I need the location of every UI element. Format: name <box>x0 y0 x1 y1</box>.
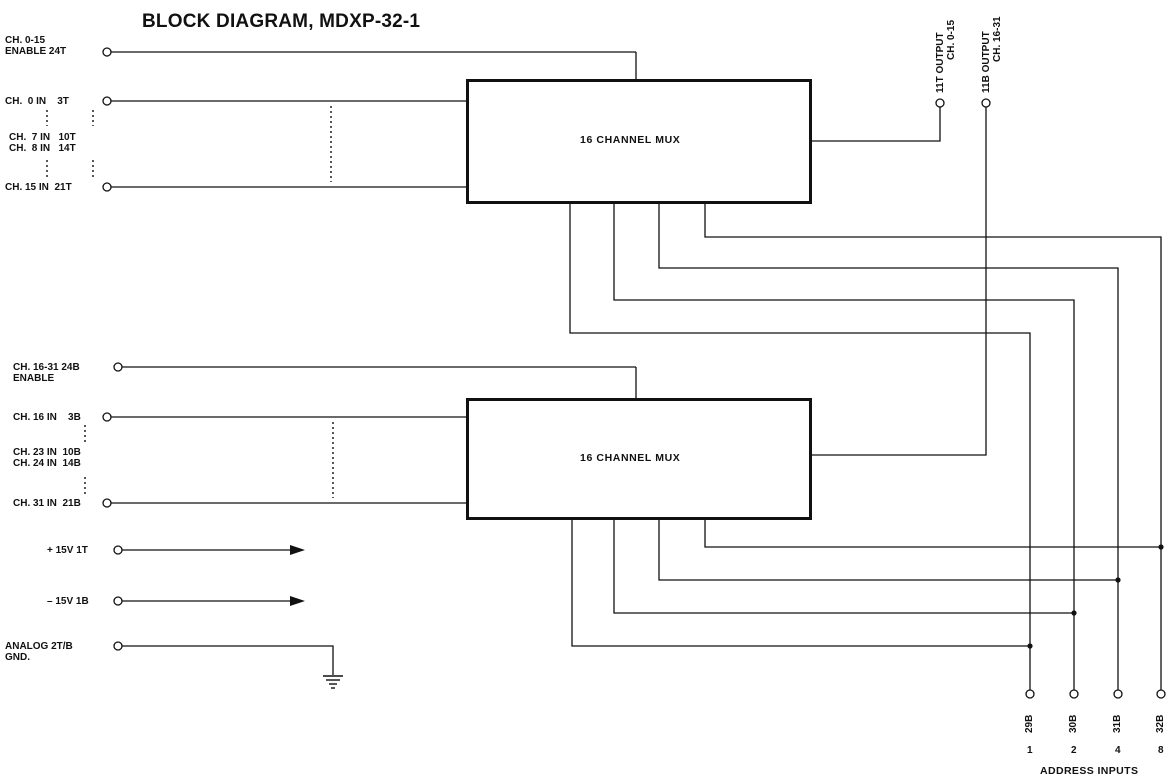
terminal-addr-31b <box>1113 689 1123 699</box>
arrow-neg15-icon <box>290 596 305 606</box>
arrow-pos15-icon <box>290 545 305 555</box>
junction-dot <box>1071 610 1077 616</box>
label-ch23: CH. 23 IN 10B <box>13 447 81 458</box>
wire-out-top <box>810 107 941 142</box>
label-addr-weight-4: 4 <box>1115 745 1121 756</box>
label-addr-weight-8: 8 <box>1158 745 1164 756</box>
mux-bottom-label: 16 CHANNEL MUX <box>580 452 681 464</box>
label-addr-weight-2: 2 <box>1071 745 1077 756</box>
label-out-top-2: CH. 0-15 <box>946 19 957 60</box>
mux-bottom <box>466 398 812 520</box>
terminal-ch0 <box>102 96 112 106</box>
label-gnd-2: GND. <box>5 652 30 663</box>
terminal-gnd <box>113 641 123 651</box>
wire-out-bottom <box>810 107 987 456</box>
wire-bot-a3 <box>704 518 1161 548</box>
wire-top-a2 <box>658 202 1119 690</box>
terminal-addr-30b <box>1069 689 1079 699</box>
wire-bot-a1 <box>613 518 1074 614</box>
terminal-ch31 <box>102 498 112 508</box>
label-addr-pin-29b: 29B <box>1024 714 1035 733</box>
label-ch0: CH. 0 IN 3T <box>5 96 69 107</box>
label-ch15: CH. 15 IN 21T <box>5 182 72 193</box>
ground-symbol-icon <box>323 675 343 689</box>
label-out-bottom-1: 11B OUTPUT <box>981 31 992 93</box>
label-enable-bottom-1: CH. 16-31 24B <box>13 362 80 373</box>
label-addr-pin-31b: 31B <box>1112 714 1123 733</box>
label-addr-weight-1: 1 <box>1027 745 1033 756</box>
terminal-enable-bottom <box>113 362 123 372</box>
label-addr-pin-32b: 32B <box>1155 714 1166 733</box>
label-out-top-1: 11T OUTPUT <box>935 32 946 93</box>
terminal-ch15 <box>102 182 112 192</box>
terminal-out-bottom <box>981 98 991 108</box>
terminal-pos15 <box>113 545 123 555</box>
label-ch16: CH. 16 IN 3B <box>13 412 81 423</box>
label-neg15: – 15V 1B <box>47 596 89 607</box>
terminal-ch16 <box>102 412 112 422</box>
address-inputs-caption: ADDRESS INPUTS <box>1040 765 1139 777</box>
label-addr-pin-30b: 30B <box>1068 714 1079 733</box>
mux-top-label: 16 CHANNEL MUX <box>580 134 681 146</box>
terminal-enable-top <box>102 47 112 57</box>
junction-dot <box>1115 577 1121 583</box>
label-ch31: CH. 31 IN 21B <box>13 498 81 509</box>
label-gnd-1: ANALOG 2T/B <box>5 641 73 652</box>
label-ch7: CH. 7 IN 10T <box>9 132 76 143</box>
terminal-addr-32b <box>1156 689 1166 699</box>
terminal-out-top <box>935 98 945 108</box>
label-out-bottom-2: CH. 16-31 <box>992 16 1003 62</box>
junction-dot <box>1027 643 1033 649</box>
wire-top-a1 <box>613 202 1075 690</box>
terminal-addr-29b <box>1025 689 1035 699</box>
diagram-title: BLOCK DIAGRAM, MDXP-32-1 <box>142 11 421 32</box>
wire-top-a3 <box>704 202 1162 690</box>
label-enable-bottom-2: ENABLE <box>13 373 55 384</box>
label-enable-top-2: ENABLE 24T <box>5 46 67 57</box>
wire-bot-a0 <box>571 518 1030 647</box>
wire-bot-a2 <box>658 518 1118 581</box>
label-ch24: CH. 24 IN 14B <box>13 458 81 469</box>
wire-gnd <box>122 645 334 675</box>
label-enable-top-1: CH. 0-15 <box>5 35 46 46</box>
label-pos15: + 15V 1T <box>47 545 88 556</box>
label-ch8: CH. 8 IN 14T <box>9 143 76 154</box>
junction-dot <box>1158 544 1164 550</box>
mux-top <box>466 79 812 204</box>
wire-top-a0 <box>569 202 1031 690</box>
terminal-neg15 <box>113 596 123 606</box>
